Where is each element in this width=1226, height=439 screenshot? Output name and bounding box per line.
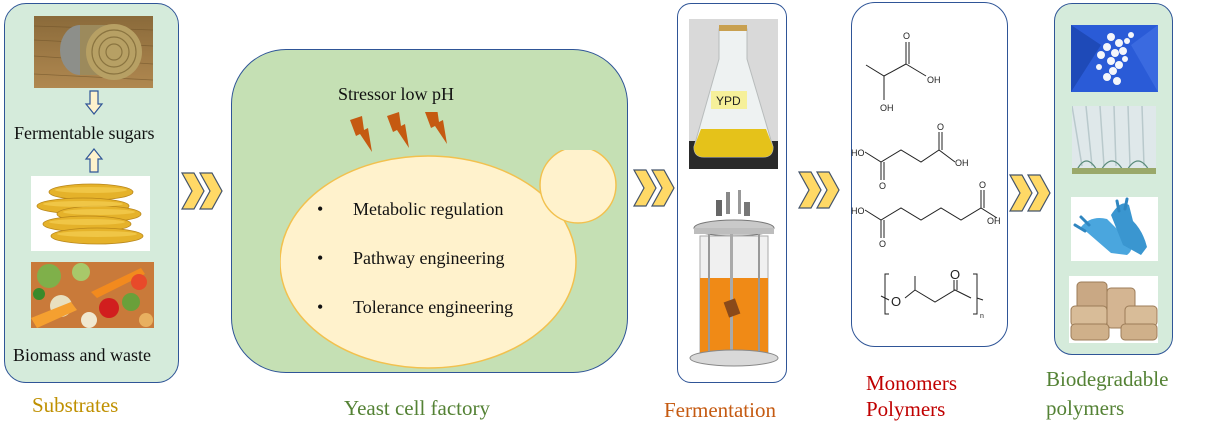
yeast-cell [279, 146, 620, 380]
flask-label: YPD [716, 94, 741, 108]
lactic-acid-structure [865, 42, 927, 100]
atom-o: O [903, 31, 910, 41]
gloves-photo [1071, 197, 1158, 261]
chevron-right-icon [632, 168, 678, 213]
atom-o: O [950, 267, 960, 282]
pellets-photo [1071, 25, 1158, 92]
atom-oh: OH [880, 103, 894, 113]
corn-photo [31, 176, 150, 251]
atom-o: O [879, 239, 886, 249]
lightning-icon [425, 108, 447, 144]
phb-polymer-structure [880, 273, 984, 315]
subscript-n: n [980, 313, 984, 320]
arrow-down-icon [84, 89, 104, 122]
bullet-pathway-engineering: Pathway engineering [353, 248, 505, 268]
atom-o: O [891, 294, 901, 309]
bullet-dot: • [317, 248, 324, 268]
atom-oh: OH [987, 216, 1001, 226]
polymers-products-label: polymers [1046, 396, 1125, 420]
lightning-icon [387, 112, 409, 148]
monomers-label: Monomers [866, 371, 957, 395]
arrow-up-icon [84, 147, 104, 180]
yeast-bud [539, 146, 617, 224]
adipic-acid-structure [864, 190, 998, 238]
bullet-tolerance-engineering: Tolerance engineering [353, 297, 514, 317]
bullet-metabolic-regulation: Metabolic regulation [353, 199, 504, 219]
bioreactor-photo [686, 190, 782, 370]
biomass-and-waste-label: Biomass and waste [13, 345, 151, 365]
chevron-right-icon [797, 170, 843, 215]
monomers-panel [851, 2, 1008, 347]
chevron-right-icon [180, 171, 226, 216]
chemical-structures: O OH OH HO O O OH HO O O OH [851, 0, 1008, 345]
succinic-acid-structure [864, 132, 956, 180]
flask-photo: YPD [689, 19, 778, 169]
greenhouse-film-photo [1072, 106, 1156, 174]
atom-ho: HO [851, 148, 865, 158]
food-containers-photo [1069, 276, 1158, 343]
bullet-dot: • [317, 297, 324, 317]
atom-oh: OH [927, 75, 941, 85]
atom-o: O [979, 180, 986, 190]
substrates-panel-label: Substrates [32, 393, 119, 417]
fermentable-sugars-label: Fermentable sugars [14, 123, 155, 143]
atom-ho: HO [851, 206, 865, 216]
hay-bale-photo [34, 16, 153, 88]
bullet-dot: • [317, 199, 324, 219]
fermentation-panel-label: Fermentation [664, 398, 776, 422]
food-waste-photo [31, 262, 154, 328]
lightning-icon [350, 116, 372, 152]
atom-o: O [937, 122, 944, 132]
biodegradable-label: Biodegradable [1046, 367, 1169, 391]
lightning-icons [348, 108, 458, 165]
chevron-right-icon [1008, 173, 1054, 218]
polymers-label: Polymers [866, 397, 946, 421]
atom-o: O [879, 181, 886, 191]
atom-oh: OH [955, 158, 969, 168]
yeast-cell-body [279, 155, 577, 369]
yeast-panel-label: Yeast cell factory [344, 396, 490, 420]
stressor-label: Stressor low pH [338, 84, 454, 104]
